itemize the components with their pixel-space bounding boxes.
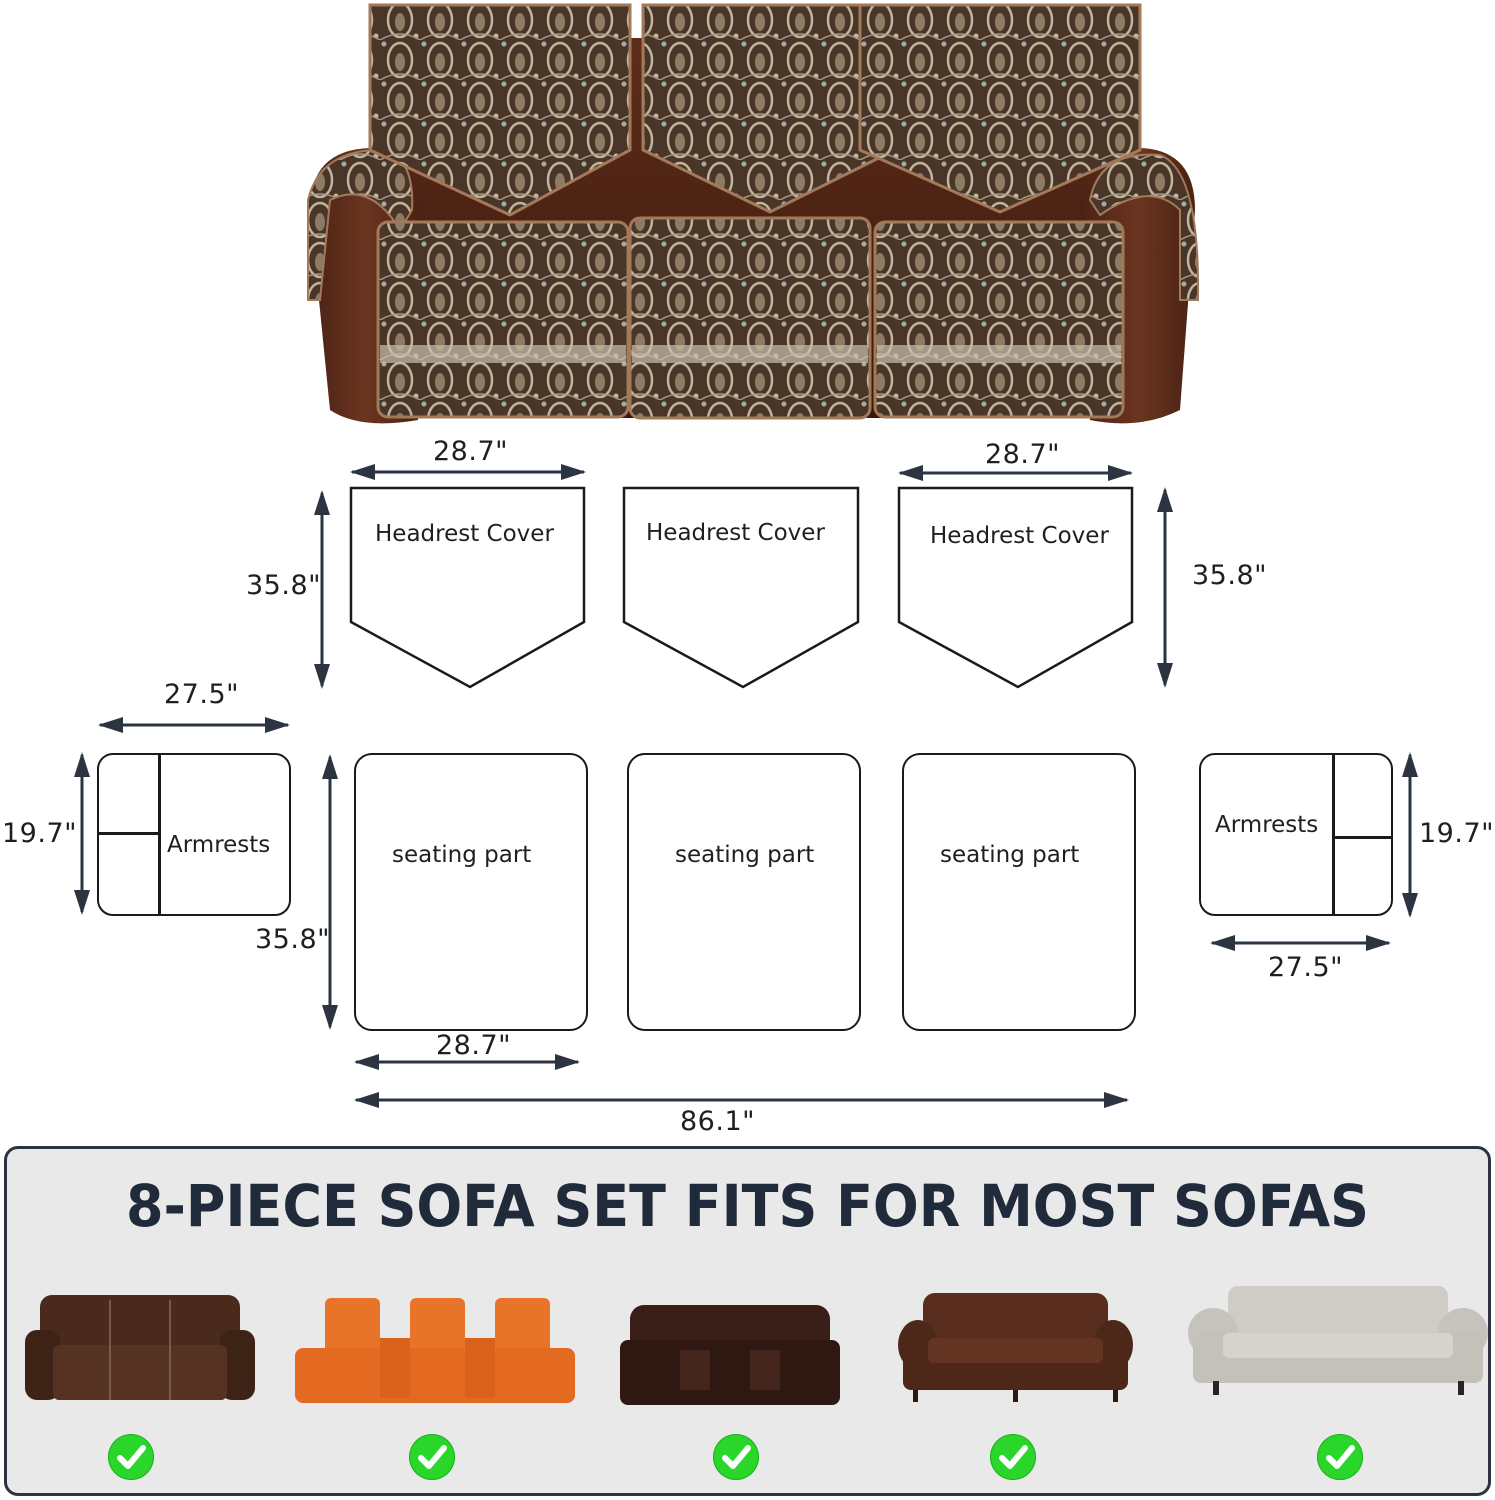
armrest-height-label: 19.7" <box>1419 818 1495 849</box>
headrest-cover-label: Headrest Cover <box>375 521 554 547</box>
seat-width-label: 28.7" <box>436 1030 512 1061</box>
headrest-shape-2 <box>622 486 860 689</box>
seating-part-shape-1 <box>354 753 588 1031</box>
armrest-divider <box>158 755 161 914</box>
headrest-cover-label: Headrest Cover <box>646 520 825 546</box>
seating-part-shape-3 <box>902 753 1136 1031</box>
seating-part-shape-2 <box>627 753 861 1031</box>
check-icon <box>990 1434 1036 1480</box>
armrests-label: Armrests <box>1215 812 1319 838</box>
armrest-width-label: 27.5" <box>164 679 240 710</box>
armrests-label: Armrests <box>167 832 271 858</box>
check-icon <box>713 1434 759 1480</box>
headrest-height-label: 35.8" <box>246 570 322 601</box>
armrest-divider <box>99 832 159 835</box>
check-icon <box>409 1434 455 1480</box>
armrest-height-label: 19.7" <box>2 818 78 849</box>
sofa-brown-leather-rolled-arm <box>898 1293 1133 1402</box>
check-icon <box>1317 1434 1363 1480</box>
armrest-shape-left <box>97 753 291 916</box>
armrest-divider <box>1332 836 1392 839</box>
headrest-height-label: 35.8" <box>1192 560 1268 591</box>
headrest-shape-1 <box>349 486 586 689</box>
paisley-sofa-illustration <box>307 3 1200 424</box>
seat-height-label: 35.8" <box>255 924 331 955</box>
armrest-divider <box>1332 755 1335 914</box>
sofa-light-gray-fabric <box>1188 1286 1488 1395</box>
seating-part-label: seating part <box>675 842 815 868</box>
headrest-width-label: 28.7" <box>985 439 1061 470</box>
dimension-diagram <box>74 464 1418 1108</box>
headrest-shape-3 <box>897 486 1134 689</box>
headrest-width-label: 28.7" <box>433 436 509 467</box>
sofa-orange-theater-recliner <box>295 1298 575 1403</box>
armrest-width-label: 27.5" <box>1268 952 1344 983</box>
product-photo <box>300 0 1200 440</box>
check-icon <box>108 1434 154 1480</box>
headrest-cover-label: Headrest Cover <box>930 523 1109 549</box>
armrest-shape-right <box>1199 753 1393 916</box>
seating-part-label: seating part <box>940 842 1080 868</box>
total-width-label: 86.1" <box>680 1106 756 1137</box>
sofa-brown-leather-recliner <box>25 1295 255 1400</box>
seating-part-label: seating part <box>392 842 532 868</box>
sofa-dark-brown-console-recliner <box>620 1305 840 1405</box>
compatibility-headline: 8-PIECE SOFA SET FITS FOR MOST SOFAS <box>125 1172 1370 1240</box>
